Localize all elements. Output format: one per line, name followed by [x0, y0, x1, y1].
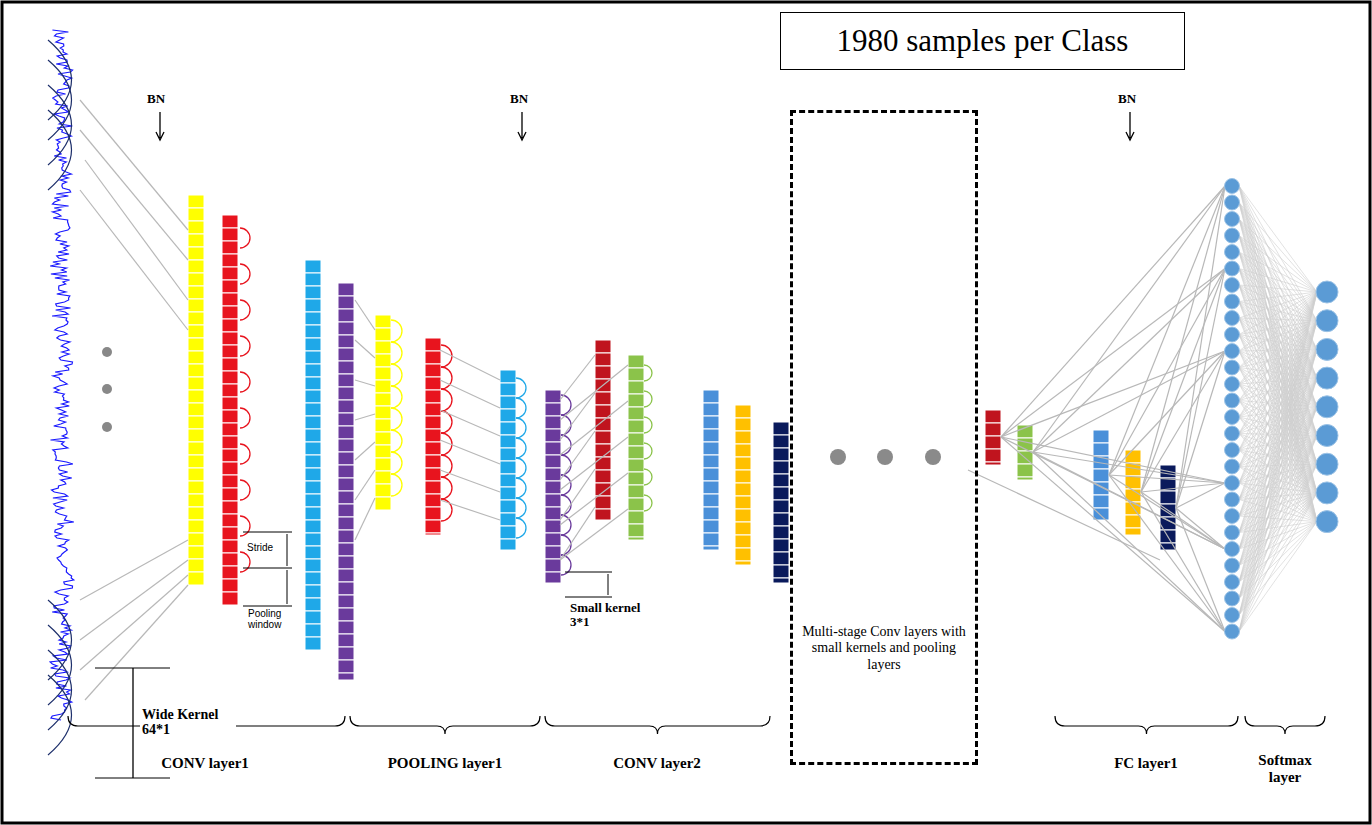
- sample-count-box: 1980 samples per Class: [780, 12, 1185, 70]
- feature-map: [703, 390, 719, 550]
- feature-map: [985, 410, 1001, 465]
- box-note: Multi-stage Conv layers with small kerne…: [801, 624, 967, 674]
- layer-brace: [545, 716, 770, 734]
- feature-map: [305, 260, 321, 650]
- pooling-window-label: Pooling window: [246, 608, 298, 630]
- layer-name: CONV layer2: [611, 755, 703, 772]
- feature-map: [628, 355, 644, 540]
- layer-name: FC layer1: [1112, 755, 1180, 772]
- kernel-label: Wide Kernel 64*1: [140, 707, 236, 738]
- ellipsis-dot: [102, 384, 112, 394]
- multi-stage-box: Multi-stage Conv layers with small kerne…: [790, 110, 978, 765]
- feature-map: [222, 215, 238, 605]
- feature-maps: [188, 195, 1176, 680]
- bn-arrow: [156, 112, 164, 140]
- pooling-arcs: [391, 320, 402, 496]
- pooling-arcs: [441, 345, 452, 521]
- layer-brace: [350, 716, 540, 734]
- bn-label: BN: [145, 92, 167, 106]
- feature-map: [595, 340, 611, 520]
- stride-markers: [95, 532, 612, 778]
- box-title: 1980 samples per Class: [791, 22, 1174, 59]
- layer-name: Softmax layer: [1250, 752, 1320, 785]
- ellipsis-dot: [102, 422, 112, 432]
- bn-arrow: [1126, 112, 1134, 140]
- kernel-label: Small kernel 3*1: [568, 601, 654, 630]
- bn-label: BN: [1116, 92, 1138, 106]
- pooling-arcs: [644, 365, 652, 511]
- layer-name: CONV layer1: [159, 755, 251, 772]
- pooling-arcs: [516, 378, 526, 538]
- ellipsis-dot: [925, 449, 941, 465]
- feature-map: [735, 405, 751, 565]
- feature-map: [188, 195, 204, 585]
- ellipsis-dot: [877, 449, 893, 465]
- layer-brace: [1055, 716, 1238, 734]
- feature-map: [375, 315, 391, 510]
- feature-map: [425, 338, 441, 535]
- layer-name: POOLING layer1: [386, 755, 505, 772]
- feature-map: [500, 370, 516, 550]
- kernel-arcs: [48, 40, 72, 755]
- connection-lines: [80, 100, 1317, 700]
- feature-map: [545, 390, 561, 583]
- neurons: [1225, 179, 1339, 640]
- feature-map: [1093, 430, 1109, 520]
- pooling-arcs: [240, 228, 250, 572]
- ellipsis-dot: [102, 347, 112, 357]
- ellipsis-dot: [830, 449, 846, 465]
- layer-brace: [1245, 716, 1325, 734]
- bn-label: BN: [508, 92, 530, 106]
- feature-map: [338, 283, 354, 680]
- bn-arrow: [518, 112, 526, 140]
- stride-label: Stride: [245, 542, 275, 553]
- feature-map: [773, 422, 789, 583]
